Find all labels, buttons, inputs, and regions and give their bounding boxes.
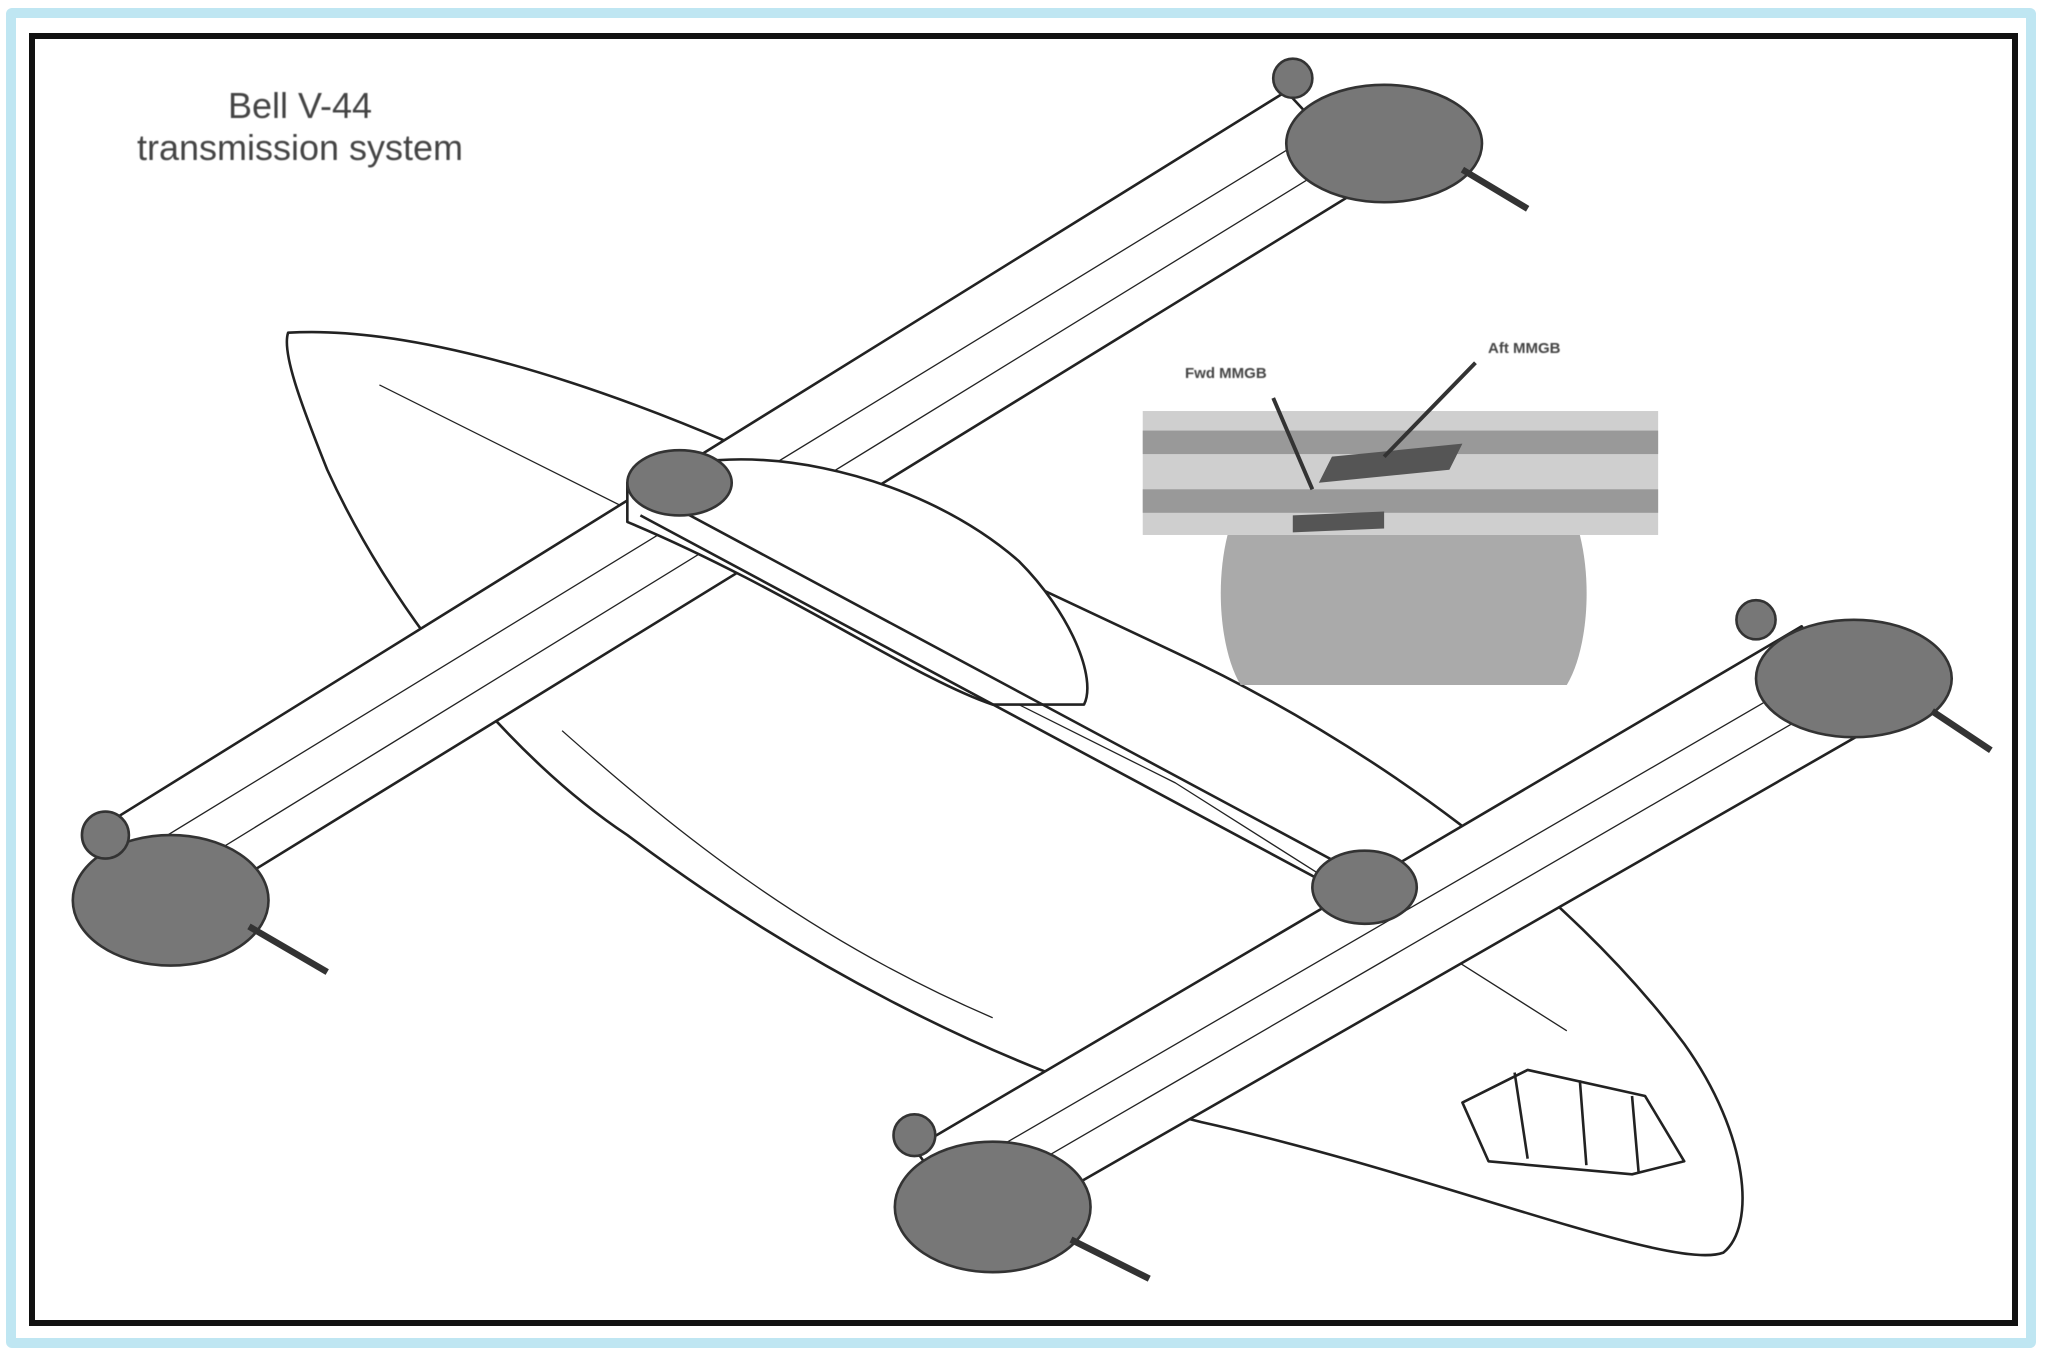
tail-fin	[626, 458, 1089, 706]
diagram-title: Bell V-44 transmission system	[90, 85, 510, 169]
fwd-mmgb-label: Fwd MMGB	[1185, 365, 1267, 382]
mid-gearbox-fwd	[1311, 849, 1419, 926]
inset-mmgb	[1142, 361, 1659, 686]
gearbox-fwd-left	[892, 1113, 1151, 1282]
outer-border	[6, 8, 2036, 1348]
gearbox-rear-right	[1271, 57, 1530, 212]
gearbox-rear-left	[71, 810, 329, 975]
gearbox-fwd-right	[1735, 598, 1993, 753]
center-driveshaft	[639, 494, 1372, 902]
title-line-1: Bell V-44	[227, 85, 373, 126]
title-line-2: transmission system	[136, 127, 464, 168]
aft-mmgb-label: Aft MMGB	[1488, 340, 1561, 357]
mid-gearbox-aft	[626, 448, 734, 517]
cockpit-windows	[1461, 1068, 1686, 1176]
